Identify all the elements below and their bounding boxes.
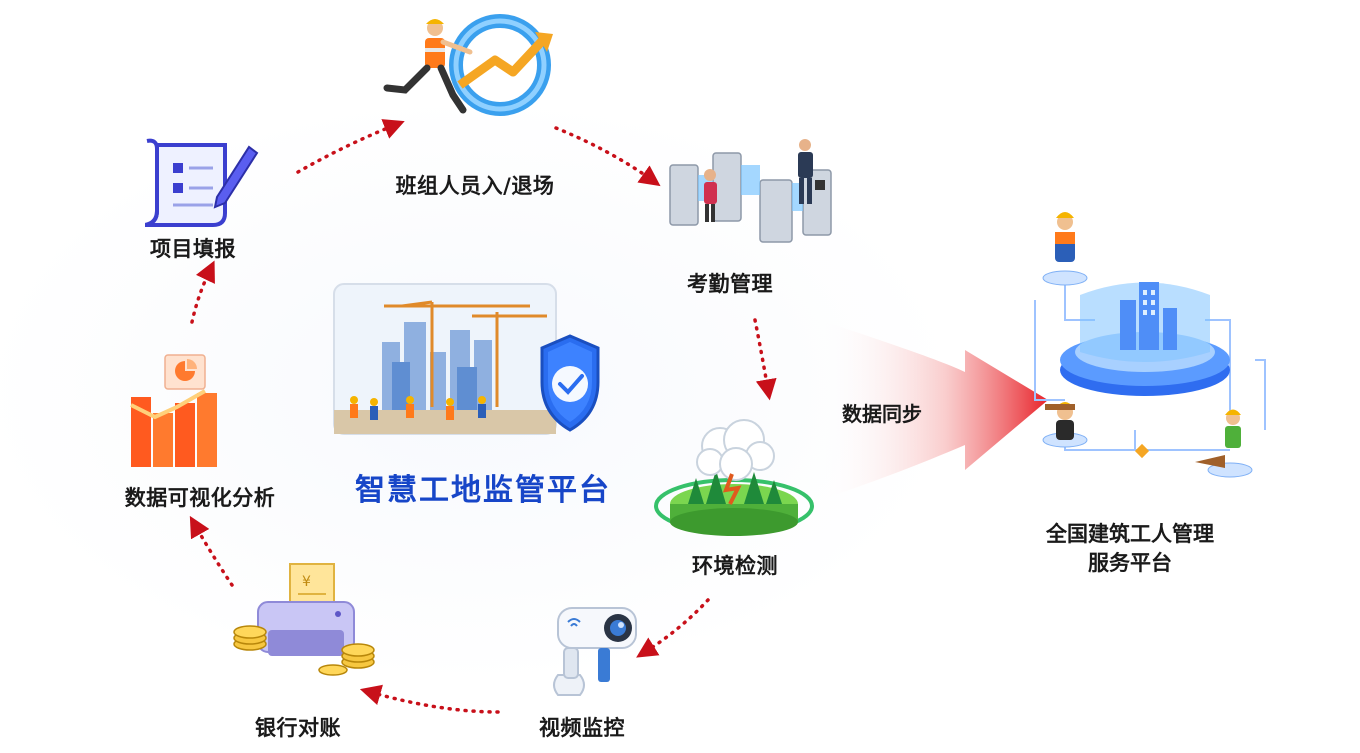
security-camera-icon	[540, 600, 645, 705]
national-platform-label: 全国建筑工人管理 服务平台	[1010, 520, 1250, 578]
step-label-fill: 项目填报	[150, 237, 236, 261]
turnstile-gate-icon	[665, 125, 835, 250]
arrow-env-to-camera	[636, 598, 710, 658]
arrow-camera-to-bank	[359, 684, 500, 714]
receipt-printer-icon: ¥	[228, 562, 378, 680]
center-platform-title: 智慧工地监管平台	[355, 473, 611, 508]
arrow-entry-to-attendance	[554, 126, 661, 187]
national-platform-line1: 全国建筑工人管理	[1046, 522, 1214, 546]
data-hub-platform-icon	[1025, 200, 1275, 490]
step-label-attendance: 考勤管理	[687, 272, 773, 296]
step-label-bank: 银行对账	[255, 716, 341, 740]
step-label-camera: 视频监控	[539, 716, 625, 740]
sync-arrow	[820, 320, 1048, 500]
step-label-entry: 班组人员入/退场	[395, 174, 555, 198]
national-platform-line2: 服务平台	[1088, 551, 1172, 575]
svg-text:¥: ¥	[302, 574, 311, 590]
arrow-attendance-to-env	[753, 318, 777, 401]
bar-chart-icon	[125, 345, 225, 470]
arrow-chart-to-fill	[190, 260, 215, 324]
form-document-icon	[144, 135, 260, 230]
environment-monitor-icon	[648, 408, 820, 538]
arrow-fill-to-entry	[296, 119, 405, 174]
construction-site-illustration	[332, 282, 602, 442]
worker-entry-icon	[375, 10, 555, 120]
step-label-environment: 环境检测	[692, 554, 778, 578]
sync-label: 数据同步	[842, 402, 922, 426]
step-label-chart: 数据可视化分析	[124, 486, 276, 510]
arrow-bank-to-chart	[189, 515, 234, 587]
